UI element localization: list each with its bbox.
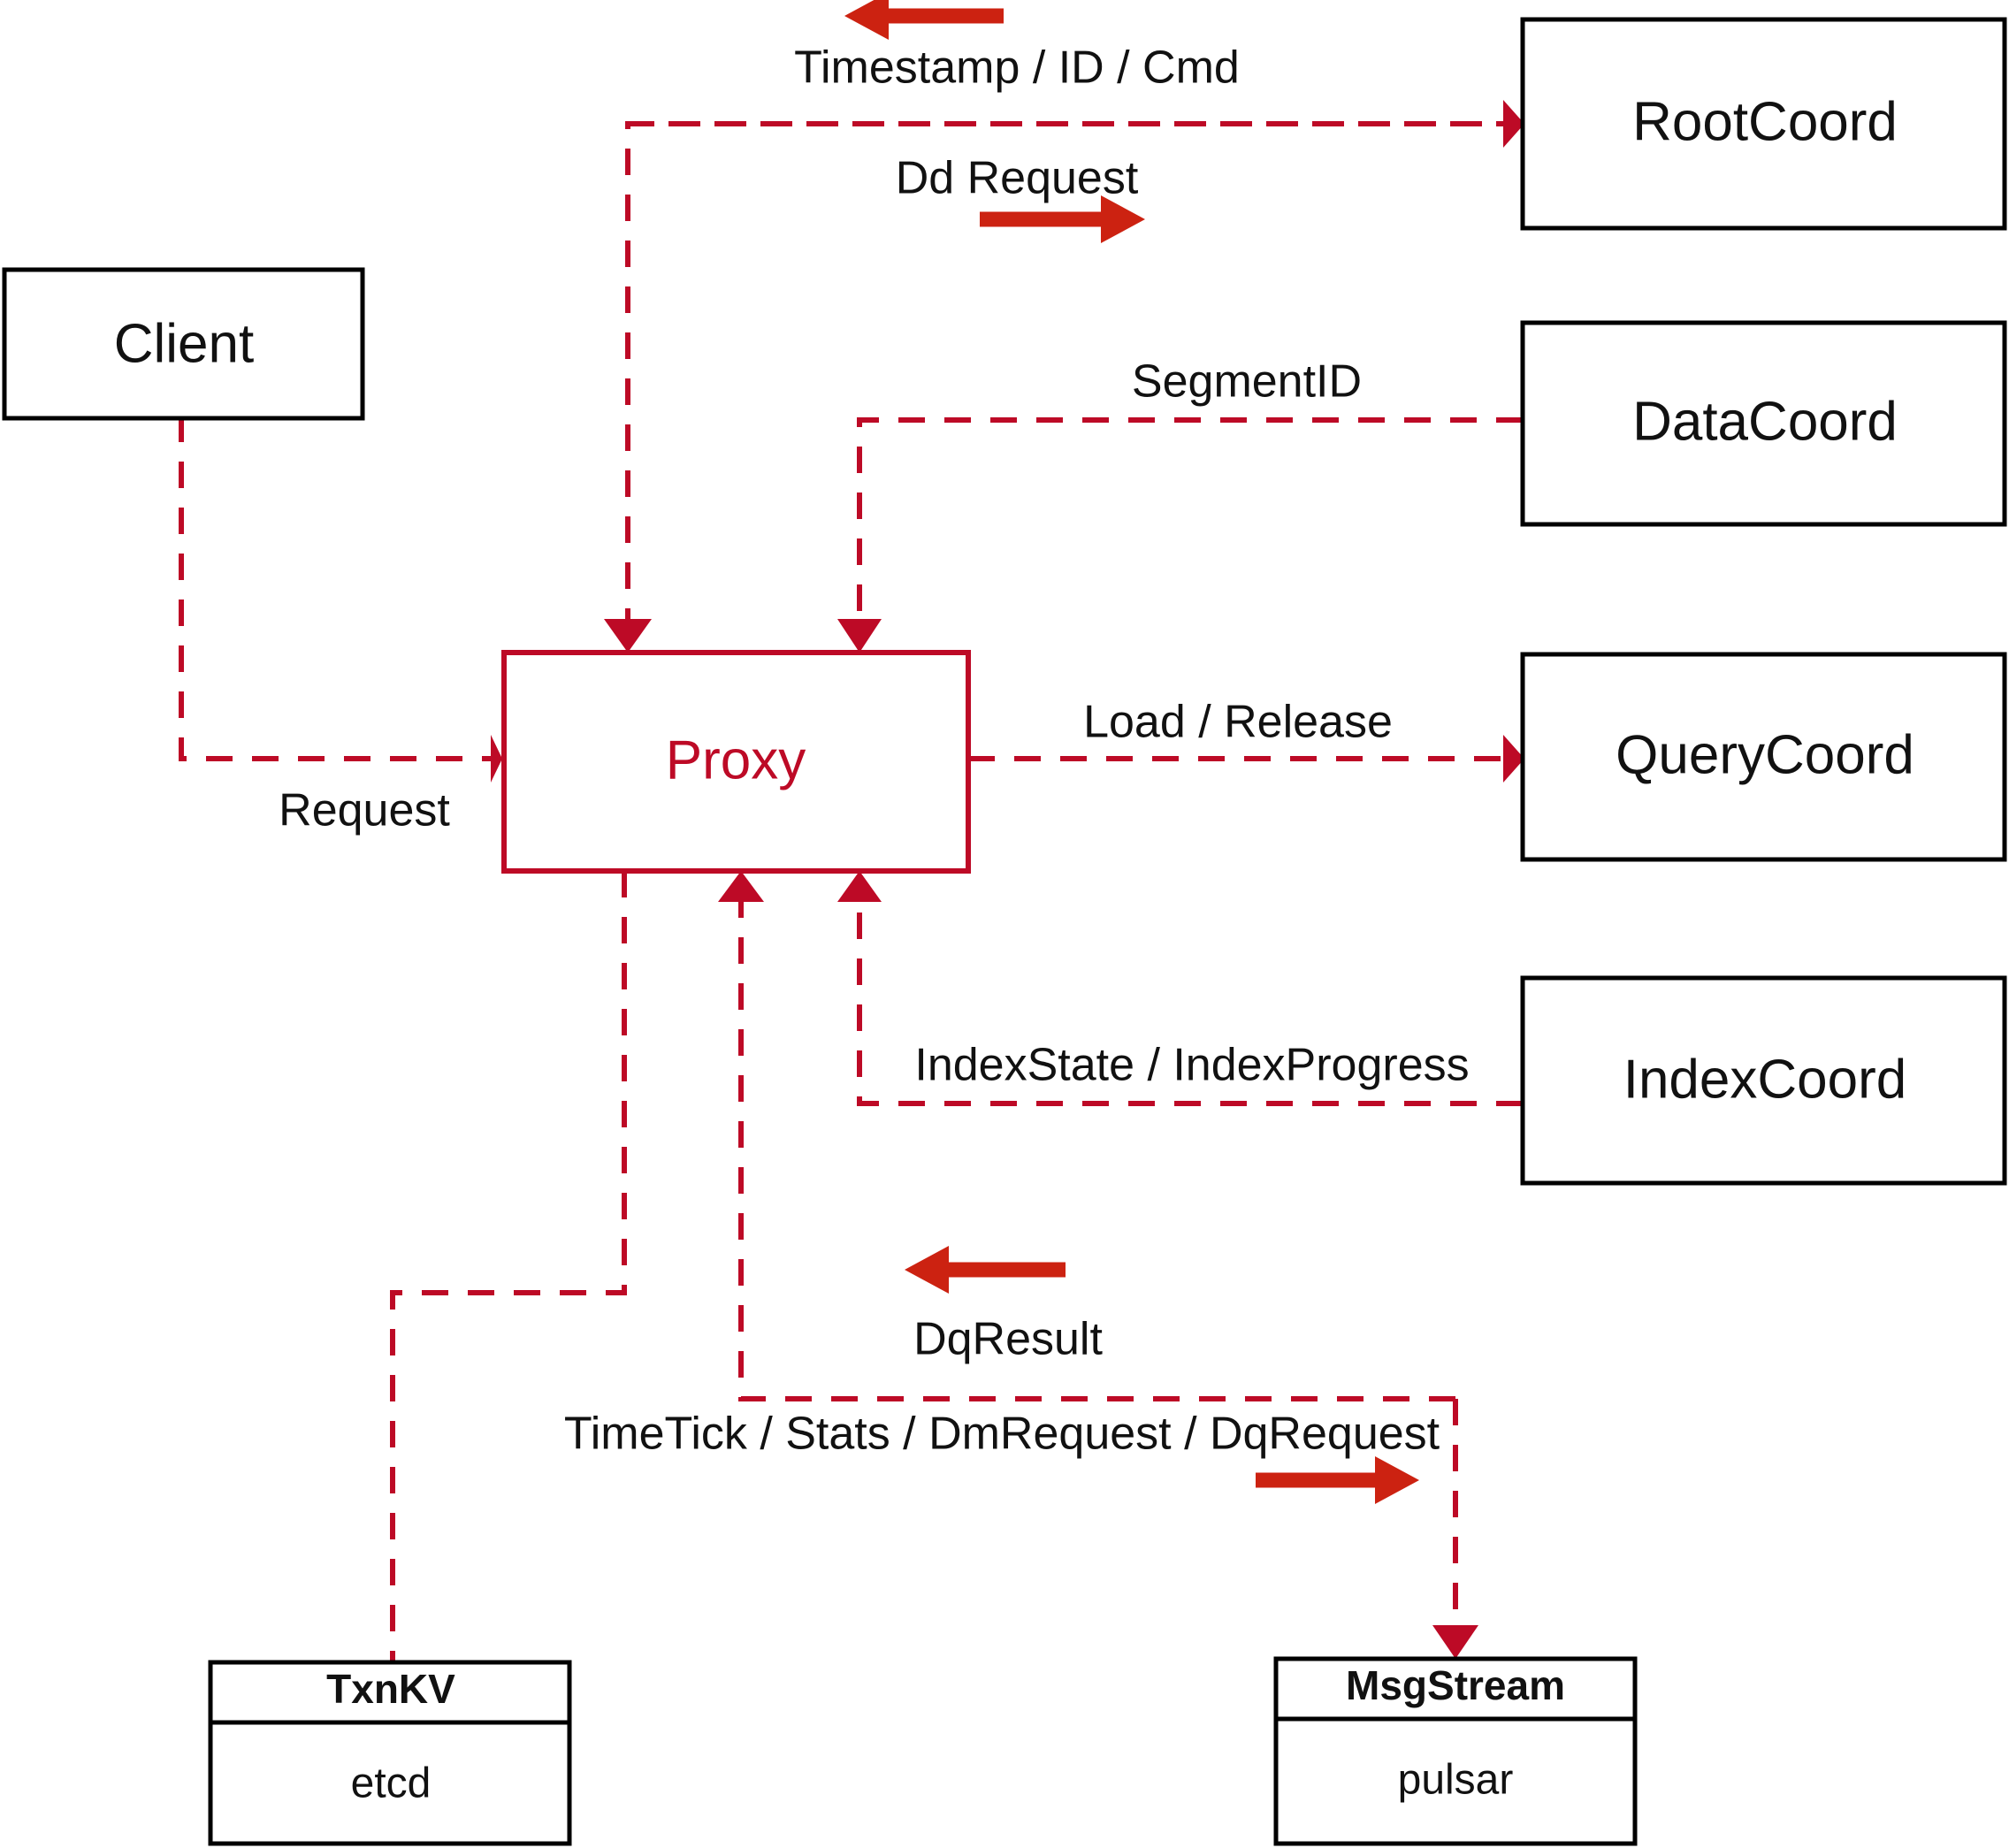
edge-path-proxy-txnkv bbox=[390, 871, 627, 1662]
node-querycoord-box bbox=[1520, 652, 2007, 862]
node-datacoord-box bbox=[1520, 320, 2007, 527]
edge-proxy-to-txnkv bbox=[390, 871, 627, 1662]
node-msgstream-box bbox=[1273, 1656, 1638, 1846]
node-txnkv-sublabel: etcd bbox=[351, 1760, 432, 1807]
arrowhead-proxy-msgstream bbox=[1432, 1625, 1478, 1659]
edge-path-indexcoord-proxy bbox=[857, 902, 1523, 1106]
edge-label-timestamp-id-cmd: Timestamp / ID / Cmd bbox=[794, 42, 1240, 94]
node-datacoord-label: DataCoord bbox=[1632, 391, 1898, 452]
direction-arrow-dd-request-right bbox=[980, 195, 1145, 243]
node-client-label: Client bbox=[114, 313, 255, 374]
edge-client-to-proxy bbox=[179, 416, 502, 783]
node-txnkv-label: TxnKV bbox=[326, 1666, 455, 1712]
node-rootcoord[interactable]: RootCoord bbox=[1520, 17, 2007, 231]
node-client-box bbox=[2, 267, 365, 421]
arrowhead-msgstream-proxy bbox=[718, 871, 764, 902]
edge-label-dq-result: DqResult bbox=[913, 1314, 1103, 1365]
node-querycoord-label: QueryCoord bbox=[1616, 724, 1914, 785]
edge-indexcoord-to-proxy bbox=[837, 871, 1523, 1106]
node-proxy-label: Proxy bbox=[666, 729, 806, 790]
edge-label-load-release: Load / Release bbox=[1083, 697, 1393, 748]
node-msgstream-label: MsgStream bbox=[1346, 1662, 1565, 1708]
node-indexcoord[interactable]: IndexCoord bbox=[1520, 975, 2007, 1186]
node-rootcoord-label: RootCoord bbox=[1632, 91, 1898, 152]
arrowhead-rootcoord-proxy bbox=[604, 619, 652, 653]
node-txnkv-box bbox=[208, 1660, 572, 1846]
edge-label-segment-id: SegmentID bbox=[1132, 356, 1362, 408]
direction-arrow-timetick-right bbox=[1256, 1456, 1419, 1504]
node-proxy[interactable]: Proxy bbox=[501, 650, 971, 874]
edge-label-timetick-stats: TimeTick / Stats / DmRequest / DqRequest bbox=[564, 1409, 1440, 1460]
arrowhead-proxy-querycoord bbox=[1503, 735, 1524, 783]
edge-path-msgstream-proxy bbox=[738, 902, 1455, 1401]
node-msgstream[interactable]: MsgStream pulsar bbox=[1273, 1656, 1638, 1846]
edge-datacoord-to-proxy bbox=[837, 417, 1523, 653]
edge-label-index-state: IndexState / IndexProgress bbox=[914, 1040, 1469, 1091]
edge-path-datacoord-proxy bbox=[857, 417, 1523, 619]
node-datacoord[interactable]: DataCoord bbox=[1520, 320, 2007, 527]
node-client[interactable]: Client bbox=[2, 267, 365, 421]
edge-label-request: Request bbox=[279, 785, 450, 836]
direction-arrow-timestamp-left bbox=[844, 0, 1004, 40]
arrowhead-datacoord-proxy bbox=[837, 619, 882, 653]
arrowhead-proxy-rootcoord bbox=[1503, 100, 1524, 148]
direction-arrow-dqresult-left bbox=[905, 1246, 1066, 1294]
edge-proxy-to-rootcoord bbox=[628, 100, 1524, 148]
node-txnkv[interactable]: TxnKV etcd bbox=[208, 1660, 572, 1846]
edge-proxy-to-querycoord bbox=[968, 735, 1524, 783]
node-indexcoord-label: IndexCoord bbox=[1623, 1049, 1907, 1110]
edge-msgstream-to-proxy bbox=[718, 871, 1455, 1401]
node-indexcoord-box bbox=[1520, 975, 2007, 1186]
edge-label-dd-request: Dd Request bbox=[896, 153, 1139, 204]
arrowhead-client-proxy bbox=[491, 735, 502, 783]
node-querycoord[interactable]: QueryCoord bbox=[1520, 652, 2007, 862]
node-proxy-box bbox=[501, 650, 971, 874]
node-rootcoord-box bbox=[1520, 17, 2007, 231]
arrowhead-indexcoord-proxy bbox=[837, 871, 882, 902]
edge-proxy-to-msgstream bbox=[1432, 1399, 1478, 1659]
edge-path-client-proxy bbox=[179, 416, 491, 761]
node-msgstream-sublabel: pulsar bbox=[1398, 1757, 1514, 1804]
